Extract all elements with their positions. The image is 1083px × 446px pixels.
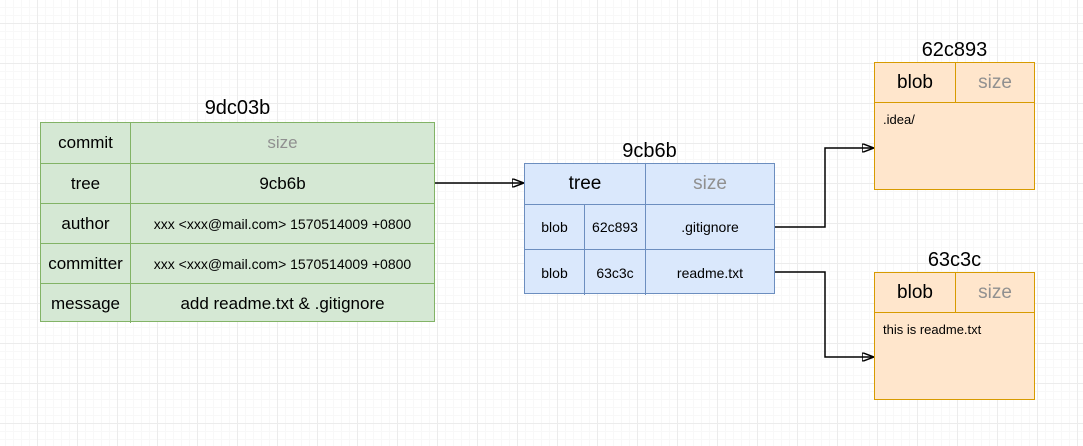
table-row: commit size	[41, 123, 434, 163]
entry-name: readme.txt	[676, 264, 744, 281]
blob-header-size: size	[978, 71, 1012, 93]
table-row: message add readme.txt & .gitignore	[41, 283, 434, 323]
author-row-label: author	[41, 204, 131, 243]
blob-table-header: blob size	[875, 63, 1034, 103]
entry-type: blob	[525, 250, 585, 295]
tree-row-value: 9cb6b	[259, 173, 306, 193]
table-row: author xxx <xxx@mail.com> 1570514009 +08…	[41, 203, 434, 243]
tree-object-title: 9cb6b	[622, 140, 677, 162]
blob-object-table: blob size .idea/	[874, 62, 1035, 190]
tree-header-type: tree	[525, 164, 646, 204]
arrow-tree-to-blob-63c3c	[775, 271, 872, 357]
blob-table-header: blob size	[875, 273, 1034, 313]
table-row: blob 62c893 .gitignore	[525, 204, 774, 249]
commit-object-title: 9dc03b	[204, 97, 271, 119]
tree-header-size: size	[693, 173, 727, 194]
blob-object-title: 63c3c	[927, 249, 982, 271]
commit-object-table: commit size tree 9cb6b author xxx <xxx@m…	[40, 122, 435, 323]
blob-object-title: 62c893	[921, 39, 988, 61]
arrow-tree-to-blob-62c893	[775, 148, 872, 228]
committer-row-label: committer	[41, 244, 131, 283]
table-row: tree 9cb6b	[41, 163, 434, 203]
blob-content: .idea/	[883, 112, 915, 127]
tree-row-label: tree	[41, 164, 131, 203]
tree-table-header: tree size	[525, 164, 774, 204]
blob-object-table: blob size this is readme.txt	[874, 272, 1035, 400]
tree-object-table: tree size blob 62c893 .gitignore blob 63…	[524, 163, 775, 295]
blob-header-size: size	[978, 281, 1012, 303]
entry-hash: 62c893	[585, 205, 646, 249]
committer-row-value: xxx <xxx@mail.com> 1570514009 +0800	[153, 255, 412, 272]
commit-row-value: size	[267, 133, 298, 152]
blob-header-type: blob	[875, 273, 956, 312]
commit-row-label: commit	[41, 123, 131, 163]
author-row-value: xxx <xxx@mail.com> 1570514009 +0800	[153, 215, 412, 232]
table-row: blob 63c3c readme.txt	[525, 249, 774, 295]
message-row-label: message	[41, 284, 131, 323]
message-row-value: add readme.txt & .gitignore	[180, 293, 385, 313]
entry-type: blob	[525, 205, 585, 249]
blob-content: this is readme.txt	[883, 322, 982, 337]
blob-header-type: blob	[875, 63, 956, 102]
entry-hash: 63c3c	[585, 250, 646, 295]
entry-name: .gitignore	[681, 219, 739, 235]
table-row: committer xxx <xxx@mail.com> 1570514009 …	[41, 243, 434, 283]
